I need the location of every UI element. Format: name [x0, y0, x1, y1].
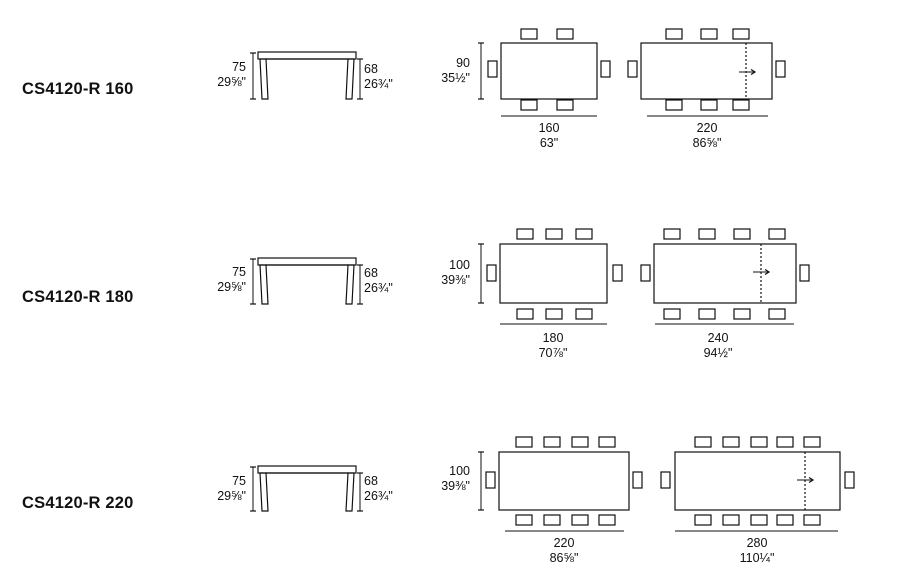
side-elevation-drawing [250, 257, 363, 305]
model-name: CS4120-R 180 [22, 288, 134, 306]
closed-plan-drawing [478, 28, 611, 117]
side-elevation-drawing [250, 465, 363, 512]
closed-plan-drawing [478, 228, 623, 325]
open-plan-drawing [627, 28, 786, 117]
model-name: CS4120-R 220 [22, 494, 134, 512]
open-plan-drawing [640, 228, 810, 325]
side-elevation-drawing [250, 51, 363, 100]
open-plan-drawing [660, 436, 855, 532]
closed-plan-drawing [478, 436, 643, 532]
model-name: CS4120-R 160 [22, 80, 134, 98]
